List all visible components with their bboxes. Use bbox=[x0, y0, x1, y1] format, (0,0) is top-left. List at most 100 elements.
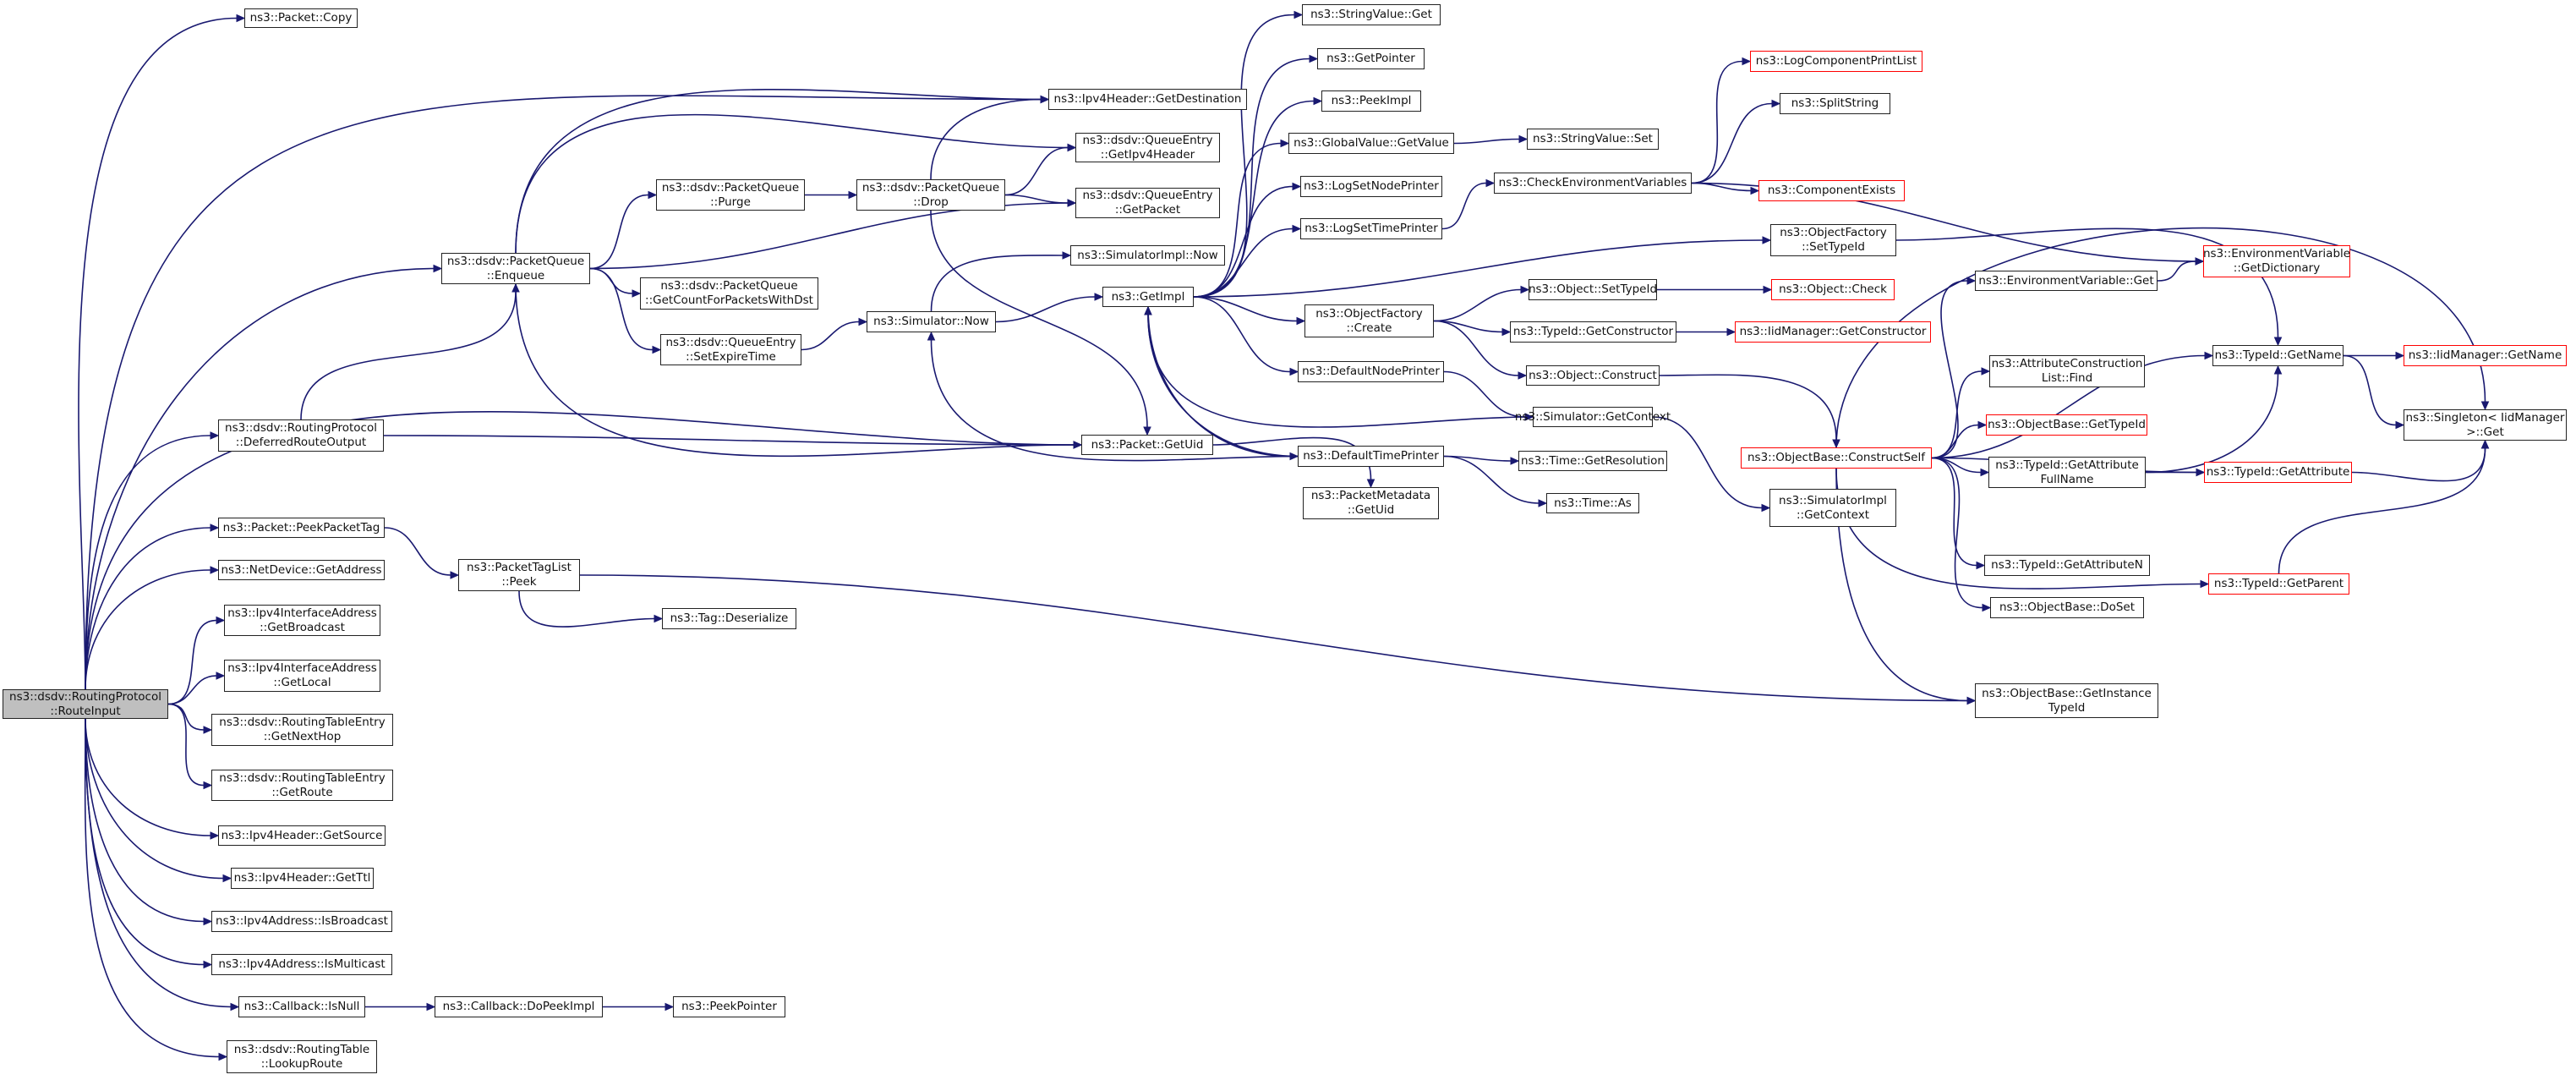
node-logTimePrinter[interactable]: ns3::LogSetTimePrinter bbox=[1300, 218, 1442, 239]
node-label-line: ns3::IidManager::GetName bbox=[2408, 348, 2562, 362]
edge-ofCreate-to-objSetTypeId bbox=[1433, 288, 1522, 322]
node-peekTag[interactable]: ns3::Packet::PeekPacketTag bbox=[218, 518, 385, 538]
node-rteNextHop[interactable]: ns3::dsdv::RoutingTableEntry::GetNextHop bbox=[211, 714, 393, 746]
node-root[interactable]: ns3::dsdv::RoutingProtocol::RouteInput bbox=[3, 689, 168, 719]
node-pmGetUid[interactable]: ns3::PacketMetadata::GetUid bbox=[1303, 487, 1439, 519]
node-defNodePrinter[interactable]: ns3::DefaultNodePrinter bbox=[1298, 361, 1444, 382]
node-ndGetAddr[interactable]: ns3::NetDevice::GetAddress bbox=[218, 560, 385, 580]
node-getPointer[interactable]: ns3::GetPointer bbox=[1317, 48, 1425, 69]
edge-root-to-pqEnqueue bbox=[85, 267, 435, 690]
node-tagListPeek[interactable]: ns3::PacketTagList::Peek bbox=[458, 559, 580, 591]
edge-arrowhead bbox=[648, 190, 658, 200]
node-label-line: ::SetTypeId bbox=[1802, 240, 1865, 254]
node-tidGetName[interactable]: ns3::TypeId::GetName bbox=[2212, 345, 2344, 366]
node-strValSet[interactable]: ns3::StringValue::Set bbox=[1527, 129, 1659, 150]
node-pktGetUid[interactable]: ns3::Packet::GetUid bbox=[1081, 435, 1213, 455]
node-obConstructSelf[interactable]: ns3::ObjectBase::ConstructSelf bbox=[1741, 447, 1932, 469]
node-logCompPrint[interactable]: ns3::LogComponentPrintList bbox=[1750, 51, 1922, 72]
node-label-line: ns3::Ipv4InterfaceAddress bbox=[227, 661, 377, 675]
edge-arrowhead bbox=[654, 614, 664, 623]
node-iaLocal[interactable]: ns3::Ipv4InterfaceAddress::GetLocal bbox=[224, 660, 380, 692]
edge-root-to-addrIsBcast bbox=[85, 718, 205, 923]
node-objConstruct[interactable]: ns3::Object::Construct bbox=[1526, 365, 1660, 386]
edge-arrowhead bbox=[1538, 499, 1548, 507]
node-tidGetParent[interactable]: ns3::TypeId::GetParent bbox=[2208, 573, 2349, 595]
node-label-line: ns3::GlobalValue::GetValue bbox=[1293, 136, 1449, 150]
node-qeSetExpire[interactable]: ns3::dsdv::QueueEntry::SetExpireTime bbox=[660, 334, 801, 365]
node-simImplGetCtx[interactable]: ns3::SimulatorImpl::GetContext bbox=[1769, 489, 1896, 527]
node-label-line: ns3::StringValue::Set bbox=[1533, 132, 1653, 145]
node-splitString[interactable]: ns3::SplitString bbox=[1780, 93, 1890, 114]
node-ipv4Src[interactable]: ns3::Ipv4Header::GetSource bbox=[218, 825, 386, 846]
node-cbIsNull[interactable]: ns3::Callback::IsNull bbox=[238, 996, 365, 1017]
node-iidGetCtor[interactable]: ns3::IidManager::GetConstructor bbox=[1735, 321, 1931, 343]
edge-root-to-pktGetUid bbox=[85, 411, 1075, 690]
node-getImpl[interactable]: ns3::GetImpl bbox=[1102, 287, 1194, 307]
node-addrIsMcast[interactable]: ns3::Ipv4Address::IsMulticast bbox=[211, 954, 392, 975]
node-label-line: ::GetNextHop bbox=[263, 730, 342, 743]
node-envGetDict[interactable]: ns3::EnvironmentVariable::GetDictionary bbox=[2203, 245, 2350, 277]
node-ofCreate[interactable]: ns3::ObjectFactory::Create bbox=[1304, 304, 1434, 337]
node-pqEnqueue[interactable]: ns3::dsdv::PacketQueue::Enqueue bbox=[441, 253, 590, 284]
node-checkEnv[interactable]: ns3::CheckEnvironmentVariables bbox=[1494, 173, 1692, 194]
edge-getImpl-to-defTimePrinter bbox=[1147, 306, 1291, 458]
node-pqPurge[interactable]: ns3::dsdv::PacketQueue::Purge bbox=[656, 179, 805, 211]
node-defTimePrinter[interactable]: ns3::DefaultTimePrinter bbox=[1298, 446, 1444, 467]
node-label-line: ns3::ObjectBase::DoSet bbox=[1999, 600, 2136, 614]
node-ipv4Dest[interactable]: ns3::Ipv4Header::GetDestination bbox=[1048, 89, 1247, 110]
node-timeGetRes[interactable]: ns3::Time::GetResolution bbox=[1518, 451, 1667, 471]
node-pktCopy[interactable]: ns3::Packet::Copy bbox=[244, 8, 358, 28]
node-peekImpl[interactable]: ns3::PeekImpl bbox=[1321, 90, 1421, 112]
node-tidGetAttr[interactable]: ns3::TypeId::GetAttribute bbox=[2204, 462, 2352, 483]
node-label-line: ns3::Tag::Deserialize bbox=[670, 611, 789, 625]
edge-obConstructSelf-to-tidGetAttrFull bbox=[1931, 457, 1982, 474]
node-obDoSet[interactable]: ns3::ObjectBase::DoSet bbox=[1990, 597, 2144, 618]
node-label-line: ns3::EnvironmentVariable::Get bbox=[1978, 273, 2154, 288]
node-tidGetAttrN[interactable]: ns3::TypeId::GetAttributeN bbox=[1984, 555, 2150, 576]
edge-arrowhead bbox=[216, 616, 226, 625]
node-timeAs[interactable]: ns3::Time::As bbox=[1546, 493, 1639, 513]
node-gvGetValue[interactable]: ns3::GlobalValue::GetValue bbox=[1288, 133, 1454, 154]
node-rtLookup[interactable]: ns3::dsdv::RoutingTable::LookupRoute bbox=[227, 1040, 377, 1073]
node-rteRoute[interactable]: ns3::dsdv::RoutingTableEntry::GetRoute bbox=[211, 770, 393, 801]
node-ipv4Ttl[interactable]: ns3::Ipv4Header::GetTtl bbox=[231, 868, 374, 889]
edge-pqDrop-to-pktGetUid bbox=[930, 210, 1148, 428]
node-label-line: ::GetContext bbox=[1796, 507, 1870, 522]
node-qeGetPacket[interactable]: ns3::dsdv::QueueEntry::GetPacket bbox=[1075, 188, 1220, 218]
node-iaBroadcast[interactable]: ns3::Ipv4InterfaceAddress::GetBroadcast bbox=[224, 605, 380, 636]
node-obGetTypeId[interactable]: ns3::ObjectBase::GetTypeId bbox=[1986, 414, 2147, 436]
edge-pqEnqueue-to-qeSetExpire bbox=[589, 267, 654, 351]
node-objSetTypeId[interactable]: ns3::Object::SetTypeId bbox=[1529, 279, 1657, 300]
node-singletonGet[interactable]: ns3::Singleton< IidManager>::Get bbox=[2404, 409, 2567, 441]
node-ofSetTypeId[interactable]: ns3::ObjectFactory::SetTypeId bbox=[1770, 224, 1896, 256]
node-addrIsBcast[interactable]: ns3::Ipv4Address::IsBroadcast bbox=[211, 911, 392, 932]
node-objCheck[interactable]: ns3::Object::Check bbox=[1771, 279, 1895, 300]
edge-arrowhead bbox=[218, 1052, 228, 1061]
node-strValGet[interactable]: ns3::StringValue::Get bbox=[1302, 4, 1441, 25]
node-simNow[interactable]: ns3::Simulator::Now bbox=[867, 311, 996, 332]
edge-pqDrop-to-ipv4Dest bbox=[930, 98, 1042, 180]
edge-arrowhead bbox=[426, 1002, 436, 1011]
node-pqDrop[interactable]: ns3::dsdv::PacketQueue::Drop bbox=[856, 179, 1005, 211]
node-qeGetIpv4[interactable]: ns3::dsdv::QueueEntry::GetIpv4Header bbox=[1075, 133, 1220, 162]
edge-arrowhead bbox=[2480, 439, 2490, 449]
node-cbDoPeek[interactable]: ns3::Callback::DoPeekImpl bbox=[435, 996, 603, 1017]
node-peekPtr[interactable]: ns3::PeekPointer bbox=[673, 996, 785, 1017]
node-iidGetName[interactable]: ns3::IidManager::GetName bbox=[2404, 345, 2567, 366]
node-simGetContext[interactable]: ns3::Simulator::GetContext bbox=[1515, 407, 1671, 427]
node-logNodePrinter[interactable]: ns3::LogSetNodePrinter bbox=[1300, 176, 1442, 197]
node-envGet[interactable]: ns3::EnvironmentVariable::Get bbox=[1975, 271, 2158, 291]
node-simImplNow[interactable]: ns3::SimulatorImpl::Now bbox=[1070, 245, 1225, 266]
node-tidGetCtor[interactable]: ns3::TypeId::GetConstructor bbox=[1510, 321, 1676, 343]
edge-arrowhead bbox=[2273, 337, 2283, 347]
node-rpDeferred[interactable]: ns3::dsdv::RoutingProtocol::DeferredRout… bbox=[218, 419, 384, 452]
node-label-line: ::RouteInput bbox=[50, 704, 121, 718]
node-pqCount[interactable]: ns3::dsdv::PacketQueue::GetCountForPacke… bbox=[640, 277, 818, 310]
node-label-line: ns3::PeekImpl bbox=[1331, 94, 1412, 107]
node-label-line: ns3::GetPointer bbox=[1326, 52, 1415, 65]
node-tagDeser[interactable]: ns3::Tag::Deserialize bbox=[662, 608, 796, 629]
node-compExists[interactable]: ns3::ComponentExists bbox=[1758, 180, 1905, 201]
